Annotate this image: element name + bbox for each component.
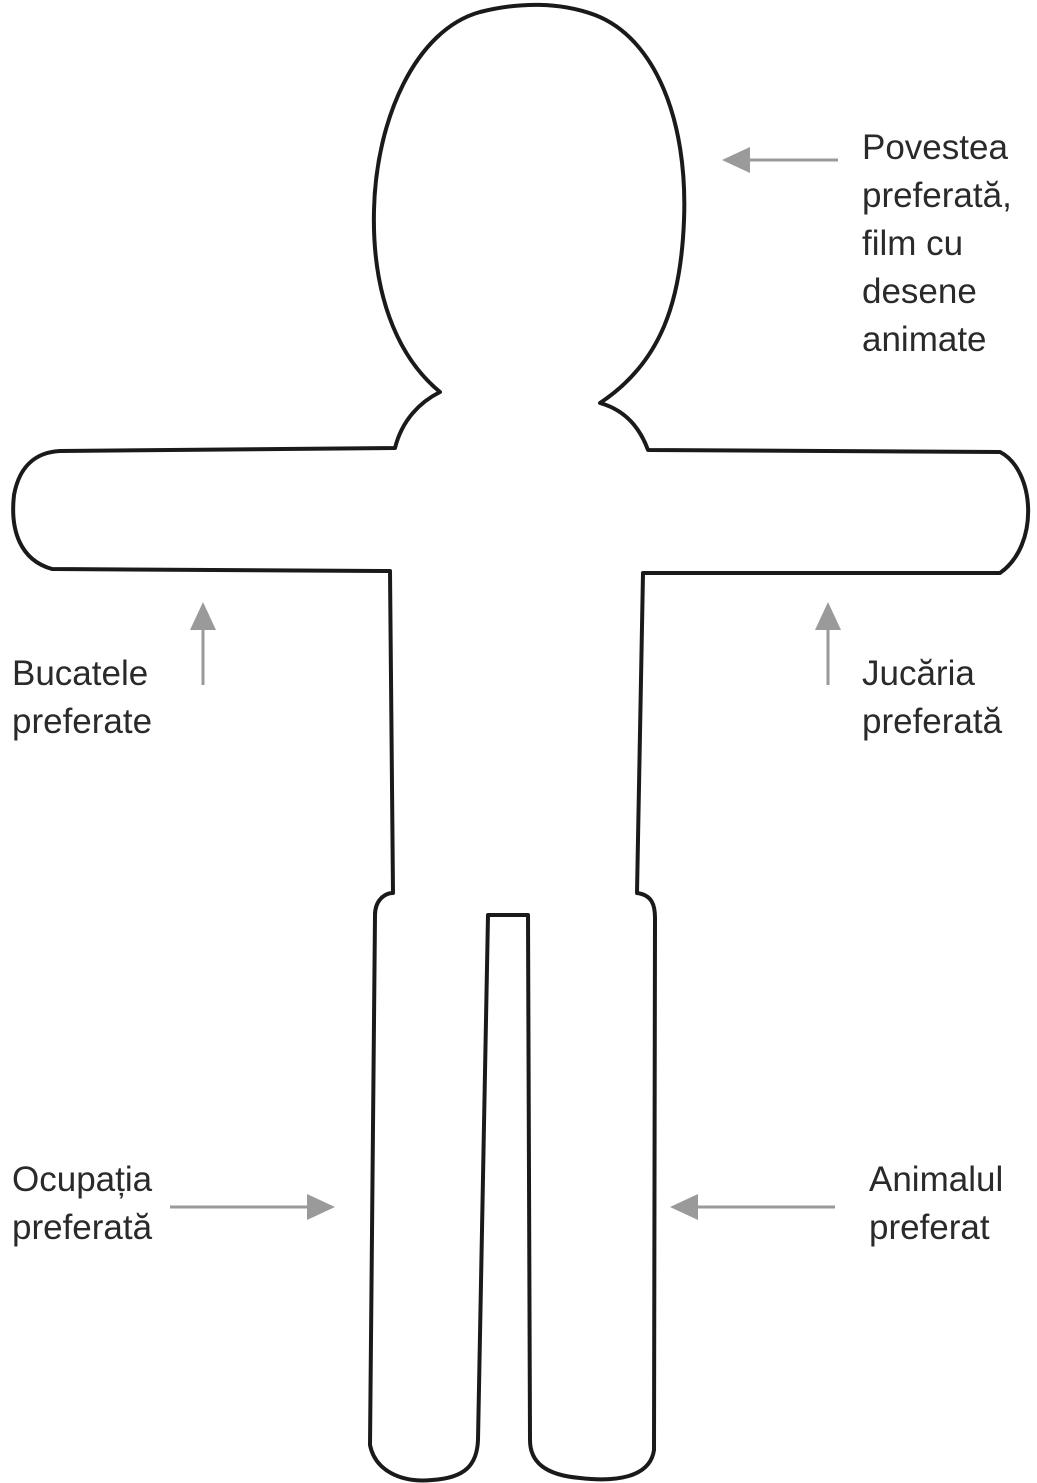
- label-line: preferată,: [862, 176, 1012, 215]
- arrow-left-leg: [170, 1194, 335, 1220]
- label-line: Bucatele: [12, 654, 149, 693]
- arrow-head-label: [722, 147, 838, 173]
- arrow-left-arm: [190, 602, 216, 685]
- label-line: Ocupația: [12, 1160, 153, 1199]
- label-line: preferate: [12, 702, 153, 741]
- label-line: preferată: [12, 1208, 153, 1247]
- label-line: Animalul: [869, 1160, 1004, 1199]
- label-favorite-food: Bucatele preferate: [12, 650, 152, 746]
- label-line: film cu: [862, 224, 964, 263]
- arrow-right-leg: [670, 1194, 835, 1220]
- label-favorite-animal: Animalul preferat: [869, 1156, 1003, 1252]
- label-favorite-toy: Jucăria preferată: [862, 650, 1002, 746]
- label-favorite-activity: Ocupația preferată: [12, 1156, 152, 1252]
- label-line: animate: [862, 320, 987, 359]
- label-line: Povestea: [862, 128, 1008, 167]
- arrow-right-arm: [815, 602, 841, 685]
- label-line: Jucăria: [862, 654, 975, 693]
- body-outline: [11, 2, 1031, 1483]
- label-line: preferată: [862, 702, 1003, 741]
- label-line: desene: [862, 272, 977, 311]
- label-favorite-story: Povestea preferată, film cu desene anima…: [862, 124, 1012, 364]
- label-line: preferat: [869, 1208, 990, 1247]
